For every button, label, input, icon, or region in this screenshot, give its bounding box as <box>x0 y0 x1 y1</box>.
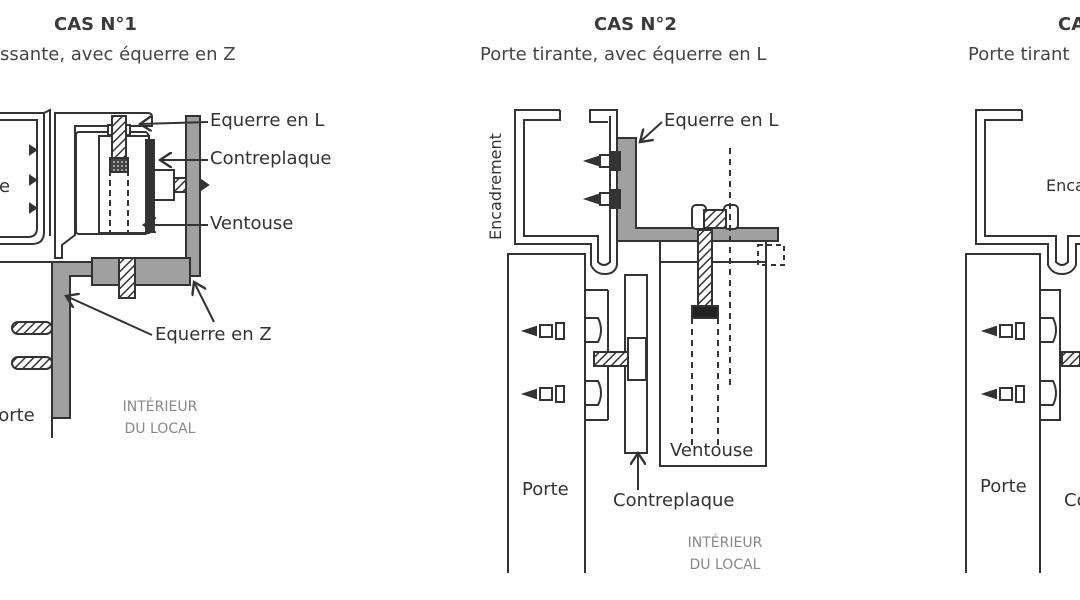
case2-label-encadrement: Encadrement <box>486 133 505 240</box>
case3-drawing <box>965 109 1080 573</box>
case3-subtitle: Porte tirant <box>968 44 1070 65</box>
case1-label-ventouse: Ventouse <box>210 213 294 234</box>
case1-title: CAS N°1 <box>54 14 137 35</box>
case2-label-interieur: INTÉRIEUR DU LOCAL <box>675 532 775 576</box>
case1-label-porte: Porte <box>0 405 35 426</box>
case1-interieur-line2: DU LOCAL <box>124 421 196 437</box>
case2-subtitle: Porte tirante, avec équerre en L <box>480 44 767 65</box>
case3-label-contreplaque-partial: Co <box>1064 490 1080 511</box>
case2-label-porte: Porte <box>522 479 569 500</box>
case2-title: CAS N°2 <box>594 14 677 35</box>
case3-label-porte: Porte <box>980 476 1027 497</box>
case1-interieur-line1: INTÉRIEUR <box>122 399 198 415</box>
case2-label-contreplaque: Contreplaque <box>613 490 735 511</box>
case2-drawing <box>507 109 785 573</box>
case1-label-interieur: INTÉRIEUR DU LOCAL <box>110 396 210 440</box>
case3-title: CA <box>1058 14 1080 35</box>
case1-label-contreplaque: Contreplaque <box>210 148 332 169</box>
case1-subtitle: ssante, avec équerre en Z <box>0 44 236 65</box>
case1-label-equerre-z: Equerre en Z <box>155 324 272 345</box>
case3-label-encadrement-partial: Enca <box>1046 176 1080 195</box>
case2-label-ventouse: Ventouse <box>670 440 754 461</box>
case1-drawing <box>0 108 215 438</box>
case2-label-equerre-l: Equerre en L <box>664 110 779 131</box>
case1-label-equerre-l: Equerre en L <box>210 110 325 131</box>
case1-label-cadre-partial: le <box>0 176 11 197</box>
case2-interieur-line2: DU LOCAL <box>689 557 761 573</box>
case2-interieur-line1: INTÉRIEUR <box>687 535 763 551</box>
